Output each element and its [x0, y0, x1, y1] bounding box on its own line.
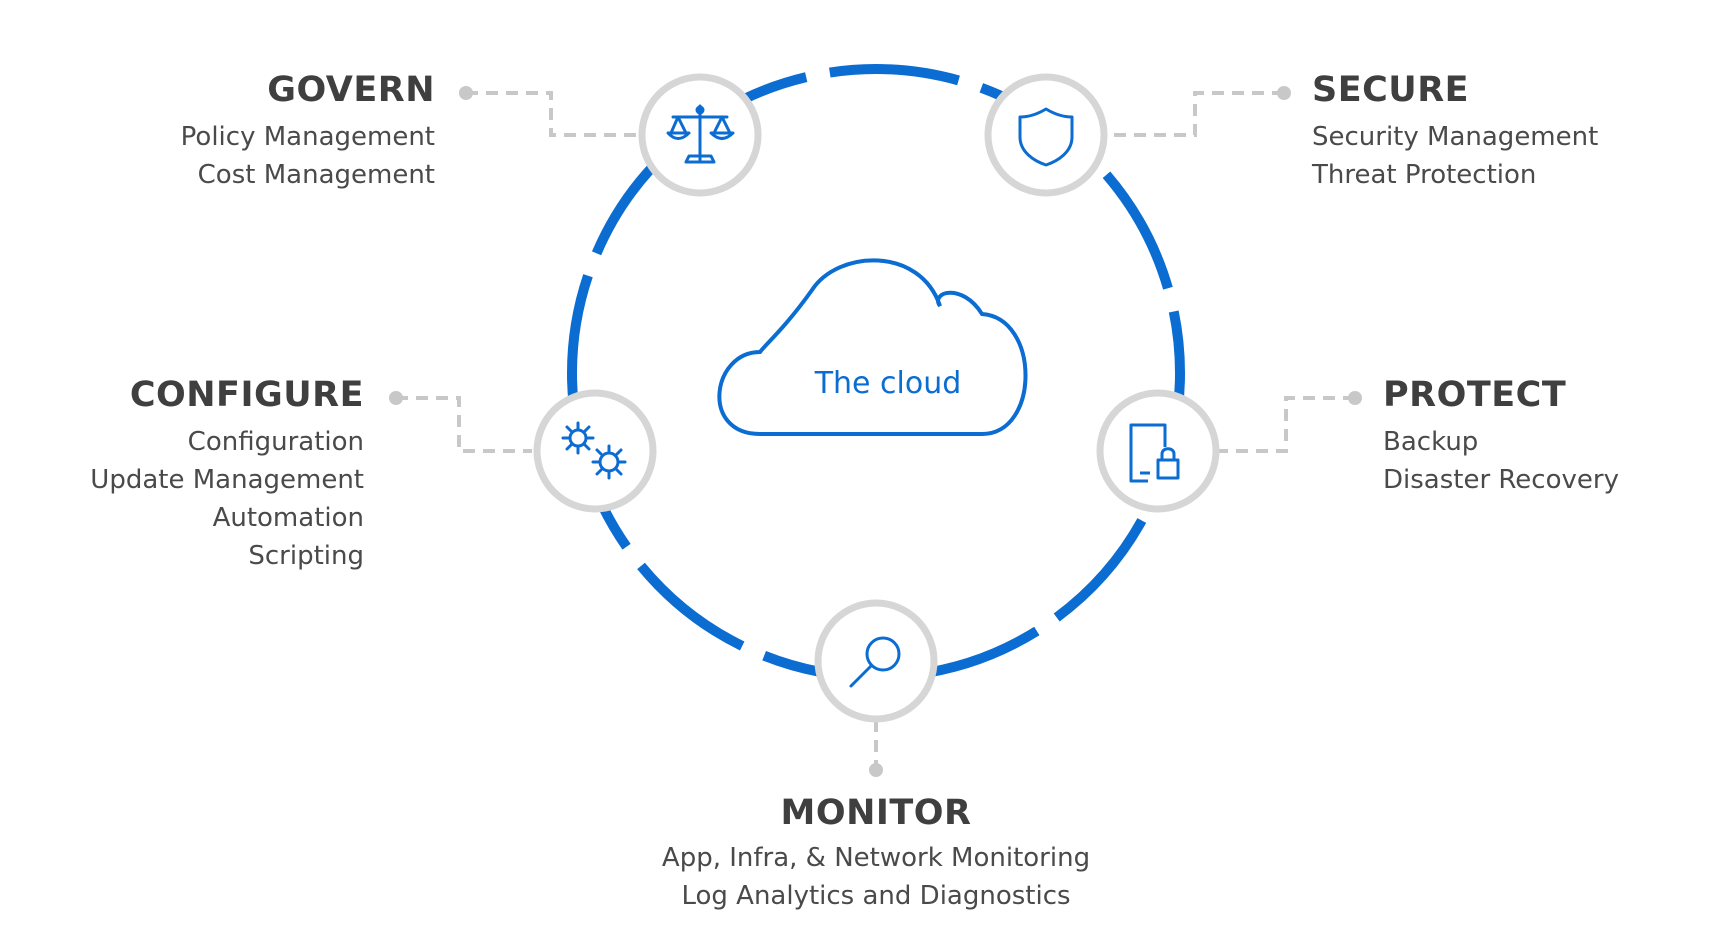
gears-icon: [561, 421, 627, 480]
govern-item: Policy Management: [180, 122, 435, 152]
secure-item: Security Management: [1312, 122, 1599, 152]
govern-connector: [466, 91, 638, 137]
configure-dot: [389, 391, 403, 405]
secure-item: Threat Protection: [1312, 160, 1537, 190]
govern-text: GOVERN Policy Management Cost Management: [181, 70, 435, 194]
monitor-text: MONITOR App, Infra, & Network Monitoring…: [576, 793, 1176, 915]
protect-node[interactable]: [1096, 389, 1220, 513]
secure-title: SECURE: [1312, 70, 1470, 110]
configure-item: Automation: [212, 503, 364, 533]
shield-icon: [1018, 107, 1074, 167]
secure-connector: [1108, 91, 1284, 137]
secure-text: SECURE Security Management Threat Protec…: [1312, 70, 1598, 194]
secure-node[interactable]: [984, 73, 1108, 197]
device-lock-icon: [1129, 423, 1180, 483]
cloud-icon: The cloud: [717, 258, 1028, 436]
configure-item: Configuration: [187, 427, 364, 457]
configure-node[interactable]: [533, 389, 657, 513]
configure-text: CONFIGURE Configuration Update Managemen…: [90, 375, 364, 575]
govern-title: GOVERN: [267, 70, 435, 110]
monitor-item: App, Infra, & Network Monitoring: [661, 843, 1091, 873]
govern-item: Cost Management: [197, 160, 435, 190]
protect-dot: [1348, 391, 1362, 405]
protect-text: PROTECT Backup Disaster Recovery: [1383, 375, 1619, 499]
monitor-dot: [869, 763, 883, 777]
govern-dot: [459, 86, 473, 100]
configure-item: Scripting: [248, 541, 364, 571]
protect-item: Backup: [1383, 427, 1479, 457]
magnifier-icon: [849, 636, 901, 688]
configure-title: CONFIGURE: [129, 375, 364, 415]
configure-item: Update Management: [90, 465, 364, 495]
monitor-item: Log Analytics and Diagnostics: [681, 881, 1071, 911]
cloud-label: The cloud: [814, 366, 962, 401]
protect-title: PROTECT: [1383, 375, 1567, 415]
protect-connector: [1200, 396, 1355, 453]
configure-connector: [396, 396, 532, 453]
monitor-title: MONITOR: [780, 793, 972, 833]
secure-dot: [1277, 86, 1291, 100]
monitor-node[interactable]: [814, 599, 938, 723]
connectors: [396, 91, 1355, 770]
connector-dots: [389, 86, 1362, 777]
protect-item: Disaster Recovery: [1383, 465, 1619, 495]
govern-node[interactable]: [638, 73, 762, 197]
scales-icon: [666, 104, 735, 164]
